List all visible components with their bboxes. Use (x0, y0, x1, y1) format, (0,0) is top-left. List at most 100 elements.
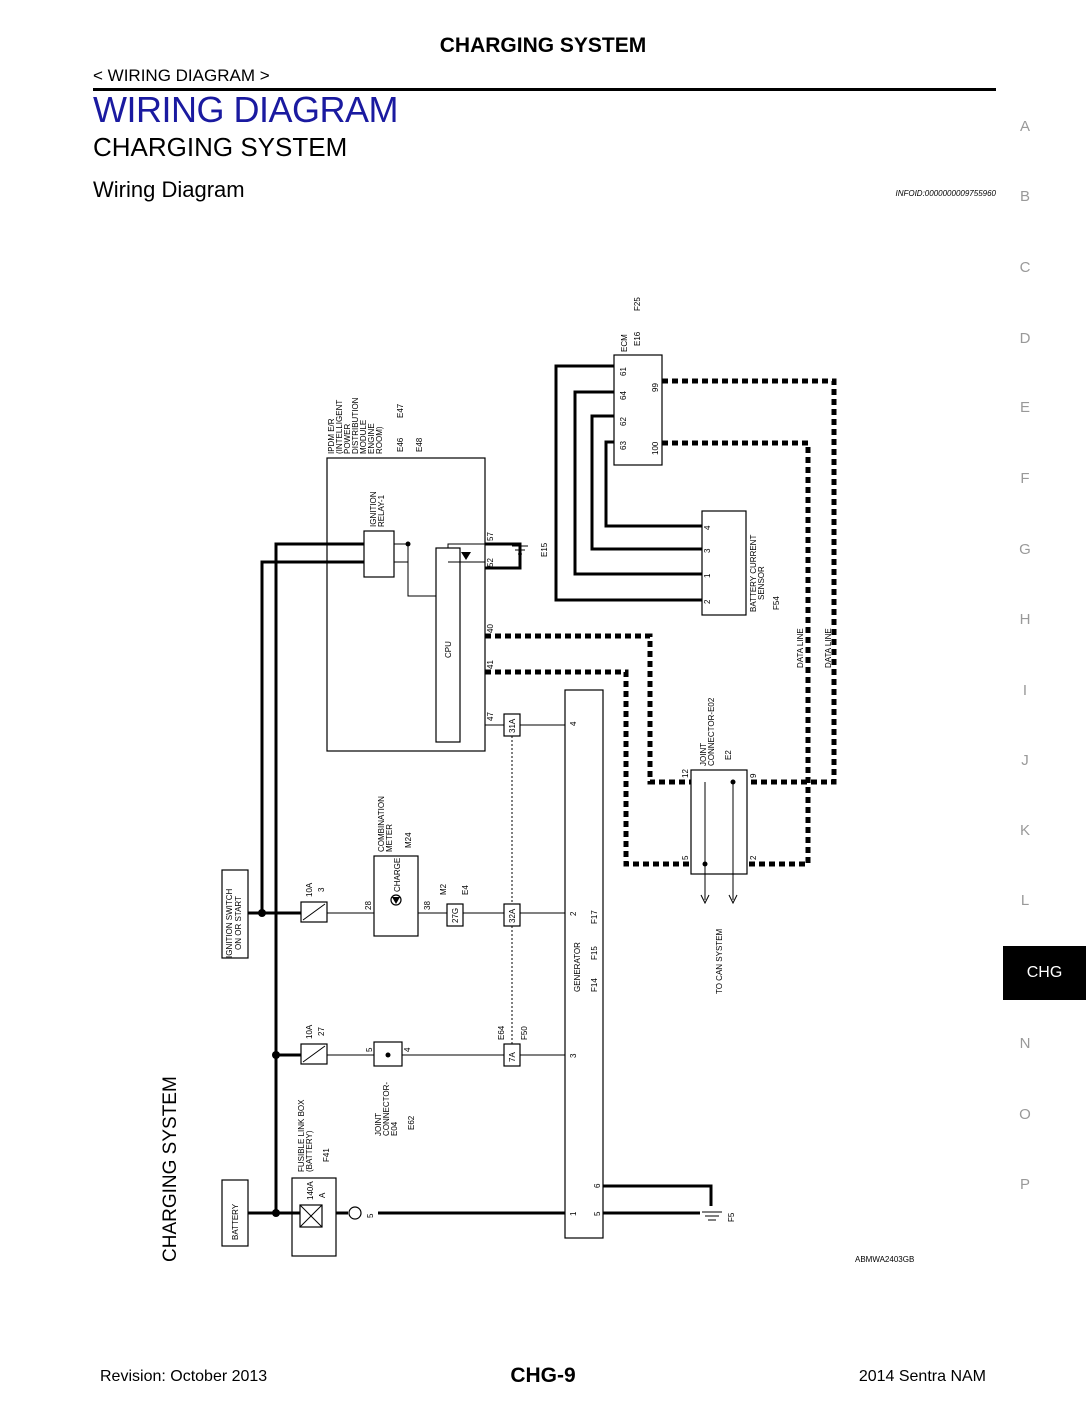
wire-to-can (704, 782, 734, 900)
footer-revision: Revision: October 2013 (100, 1368, 268, 1385)
junction-dot (258, 909, 266, 917)
side-tab-i[interactable]: I (1022, 682, 1028, 699)
label-7a: 7A (508, 1052, 517, 1062)
label-joint-e02-2: CONNECTOR-E02 (707, 697, 716, 766)
junction-dot (272, 1209, 280, 1217)
side-tab-a[interactable]: A (1019, 118, 1030, 135)
label-27g: 27G (451, 908, 460, 923)
joint-connector-e02-box (690, 769, 748, 875)
page-header-title: CHARGING SYSTEM (439, 34, 647, 57)
pin-ipdm-52: 52 (486, 558, 495, 567)
side-tab-h[interactable]: H (1019, 611, 1031, 628)
pin-ecm-100: 100 (651, 441, 660, 455)
label-bcs-f54: F54 (772, 596, 781, 610)
label-generator: GENERATOR (573, 942, 582, 992)
label-charge: CHARGE (393, 858, 402, 892)
label-fuse-10a-1: 10A (305, 882, 314, 897)
cpu-box (435, 547, 461, 743)
pin-jc-12: 12 (681, 769, 690, 778)
label-e64: E64 (497, 1025, 506, 1040)
label-e4: E4 (461, 885, 470, 895)
side-tab-f[interactable]: F (1020, 470, 1030, 487)
can-line-ipdm41-jc5 (485, 669, 691, 867)
label-31a: 31A (508, 718, 517, 733)
side-tab-e[interactable]: E (1019, 399, 1030, 416)
fuse-slash (302, 1045, 326, 1063)
pin-gen-5: 5 (593, 1211, 602, 1216)
pin-ecm-63: 63 (619, 441, 628, 450)
label-joint-e02-1: JOINT (699, 743, 708, 766)
label-f5: F5 (727, 1212, 736, 1222)
pin-gen-1: 1 (569, 1211, 578, 1216)
label-ign-switch-2: ON OR START (234, 896, 243, 950)
label-140a: 140A (306, 1181, 315, 1200)
label-gen-f17: F17 (590, 910, 599, 924)
can-line-ipdm40-jc12 (485, 633, 691, 785)
can-line-ecm100-jc2 (662, 440, 811, 867)
label-pin-5-ring: 5 (366, 1213, 375, 1218)
pin-bcs-3: 3 (703, 548, 712, 553)
battery-current-sensor-box (701, 510, 747, 616)
pin-cm-28: 28 (364, 901, 373, 910)
side-tab-k[interactable]: K (1019, 822, 1030, 839)
side-tab-c[interactable]: C (1019, 259, 1031, 276)
lamp-diode-icon (392, 897, 400, 904)
label-ipdm-6: ENGINE (367, 423, 376, 454)
wire-ign-relay (260, 560, 364, 913)
label-battery: BATTERY (231, 1203, 240, 1240)
label-ign-switch-1: IGNITION SWITCH (225, 888, 234, 958)
label-combo-1: COMBINATION (377, 796, 386, 852)
side-tab-p[interactable]: P (1019, 1176, 1030, 1193)
subsection-title: CHARGING SYSTEM (93, 132, 348, 162)
side-tab-n[interactable]: N (1019, 1035, 1031, 1052)
label-ipdm-4: DISTRIBUTION (351, 397, 360, 454)
wire-cpu-diode (447, 543, 485, 563)
pin-jc-5: 5 (681, 855, 690, 860)
side-tab-b[interactable]: B (1019, 188, 1030, 205)
label-ipdm-e47: E47 (396, 403, 405, 418)
diode-icon (461, 552, 471, 560)
pin-je04-4: 4 (403, 1047, 412, 1052)
junction-dot (702, 861, 708, 867)
label-ipdm-e46: E46 (396, 437, 405, 452)
wire-ecm62-bcs3 (590, 414, 702, 551)
label-to-can: TO CAN SYSTEM (715, 928, 724, 994)
label-m2: M2 (439, 883, 448, 895)
junction-dot (405, 541, 411, 547)
pin-ecm-64: 64 (619, 391, 628, 400)
label-e62: E62 (407, 1115, 416, 1130)
side-tab-d[interactable]: D (1019, 330, 1031, 347)
side-tab-o[interactable]: O (1019, 1106, 1031, 1123)
label-ign-relay-1: IGNITION (369, 491, 378, 527)
label-fuse-27: 27 (317, 1027, 326, 1036)
label-ecm-f25: F25 (633, 297, 642, 311)
side-tab-l[interactable]: L (1020, 892, 1030, 909)
wire-ipdm-e15 (485, 542, 522, 570)
label-fa: A (318, 1192, 327, 1198)
pin-bcs-4: 4 (703, 525, 712, 530)
wire-relay-cpu (394, 543, 436, 597)
info-id: INFOID:0000000009755960 (895, 189, 996, 198)
label-ecm-e16: E16 (633, 331, 642, 346)
side-tab-j[interactable]: J (1021, 752, 1029, 769)
arrow-icon (700, 894, 738, 905)
ground-e15 (512, 545, 528, 555)
pin-je04-5: 5 (365, 1047, 374, 1052)
breadcrumb[interactable]: < WIRING DIAGRAM > (93, 66, 270, 85)
label-fuse-10a-2: 10A (305, 1024, 314, 1039)
label-joint-e04-1: JOINT (374, 1113, 383, 1136)
label-f41: F41 (322, 1148, 331, 1162)
pin-cm-38: 38 (423, 901, 432, 910)
label-bcs-1: BATTERY CURRENT (749, 535, 758, 612)
pin-gen-2: 2 (569, 911, 578, 916)
side-tab-chg-active[interactable]: CHG (1003, 946, 1086, 1000)
pin-ecm-61: 61 (619, 367, 628, 376)
junction-dot (385, 1052, 391, 1058)
side-tab-g[interactable]: G (1019, 541, 1031, 558)
label-ipdm-1: IPDM E/R (327, 418, 336, 454)
label-fuse-3: 3 (317, 887, 326, 892)
fuse-slash (302, 903, 326, 921)
label-gen-f15: F15 (590, 946, 599, 960)
label-ipdm-e48: E48 (415, 437, 424, 452)
pin-bcs-1: 1 (703, 573, 712, 578)
